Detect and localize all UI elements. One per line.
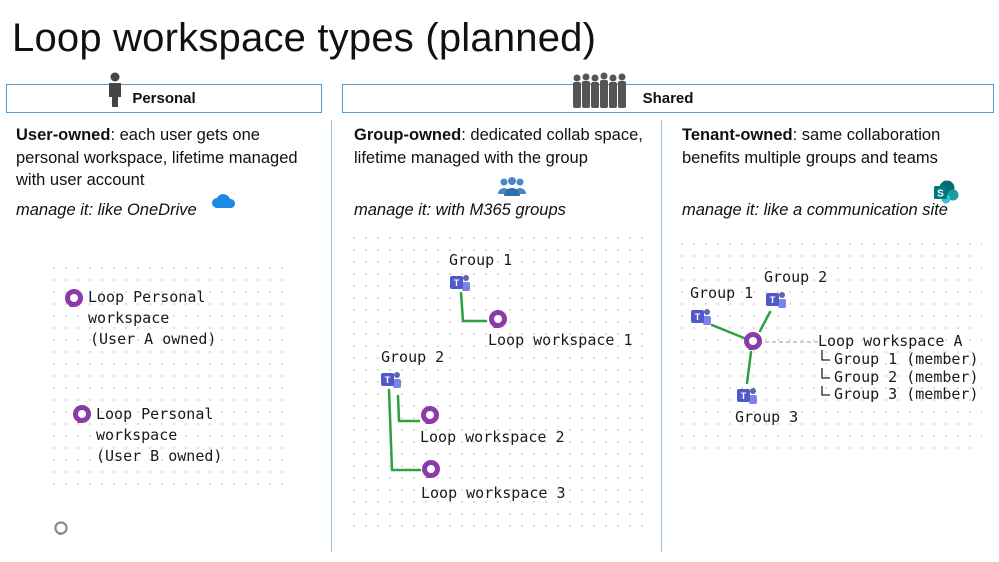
loop-logo-icon: [54, 521, 68, 535]
shared-header: Shared: [342, 84, 994, 113]
teams-icon: T: [450, 275, 470, 291]
teams-icon: T: [766, 292, 786, 308]
tenant-member-1: Group 1 (member): [834, 350, 979, 368]
onedrive-icon: [212, 194, 236, 208]
loop-icon: [73, 405, 91, 423]
divider-left: [331, 120, 332, 552]
personal-desc: : each user gets one personal workspace,…: [16, 126, 298, 189]
personal-header: Personal: [6, 84, 322, 113]
group-desc: : dedicated collab space, lifetime manag…: [354, 126, 643, 167]
ws-a-line2: workspace: [88, 309, 170, 327]
crowd-icon: [573, 72, 626, 108]
group-description: Group-owned: dedicated collab space, lif…: [354, 124, 654, 169]
group-ws3-label: Loop workspace 3: [421, 484, 566, 502]
personal-description: User-owned: each user gets one personal …: [16, 124, 316, 192]
divider-right: [661, 120, 662, 552]
sharepoint-icon: S: [934, 180, 959, 204]
tenant-group3-label: Group 3: [735, 408, 799, 426]
m365-groups-icon: [498, 177, 526, 196]
personal-dot-grid: [48, 262, 288, 494]
teams-icon: T: [737, 388, 757, 404]
group-ws1-label: Loop workspace 1: [488, 331, 633, 349]
page-title: Loop workspace types (planned): [12, 16, 597, 60]
tenant-wsA-label: Loop workspace A: [818, 332, 963, 350]
svg-text:T: T: [385, 375, 391, 385]
tenant-heading: Tenant-owned: [682, 126, 793, 144]
group1-label: Group 1: [449, 251, 513, 269]
personal-label: Personal: [132, 90, 196, 107]
personal-heading: User-owned: [16, 126, 111, 144]
loop-icon: [489, 310, 507, 328]
ws-b-line2: workspace: [96, 426, 178, 444]
loop-icon: [65, 289, 83, 307]
loop-icon: [421, 406, 439, 424]
ws-a-line3: (User A owned): [90, 330, 217, 348]
group-ws2-label: Loop workspace 2: [420, 428, 565, 446]
svg-text:T: T: [741, 391, 747, 401]
teams-icon: T: [381, 372, 401, 388]
loop-icon: [422, 460, 440, 478]
person-icon: [109, 72, 121, 107]
shared-label: Shared: [642, 90, 694, 107]
tenant-description: Tenant-owned: same collaboration benefit…: [682, 124, 982, 169]
tenant-member-2: Group 2 (member): [834, 368, 979, 386]
svg-text:T: T: [454, 278, 460, 288]
personal-workspace-b: Loop Personal workspace (User B owned): [96, 404, 222, 467]
svg-text:T: T: [695, 312, 701, 322]
ws-b-line3: (User B owned): [96, 447, 223, 465]
ws-a-line1: Loop Personal: [88, 288, 206, 306]
tenant-dot-grid: [676, 238, 982, 450]
ws-b-line1: Loop Personal: [96, 405, 214, 423]
tenant-manage: manage it: like a communication site: [682, 201, 948, 219]
teams-icon: T: [691, 309, 711, 325]
svg-text:S: S: [937, 189, 944, 200]
tenant-group2-label: Group 2: [764, 268, 828, 286]
tenant-group1-label: Group 1: [690, 284, 754, 302]
personal-workspace-a: Loop Personal workspace (User A owned): [88, 287, 216, 350]
loop-icon: [744, 332, 762, 350]
tenant-member-3: Group 3 (member): [834, 385, 979, 403]
group2-label: Group 2: [381, 348, 445, 366]
svg-text:T: T: [770, 295, 776, 305]
personal-manage: manage it: like OneDrive: [16, 201, 197, 219]
group-heading: Group-owned: [354, 126, 462, 144]
tenant-desc: : same collaboration benefits multiple g…: [682, 126, 941, 167]
group-manage: manage it: with M365 groups: [354, 201, 566, 219]
